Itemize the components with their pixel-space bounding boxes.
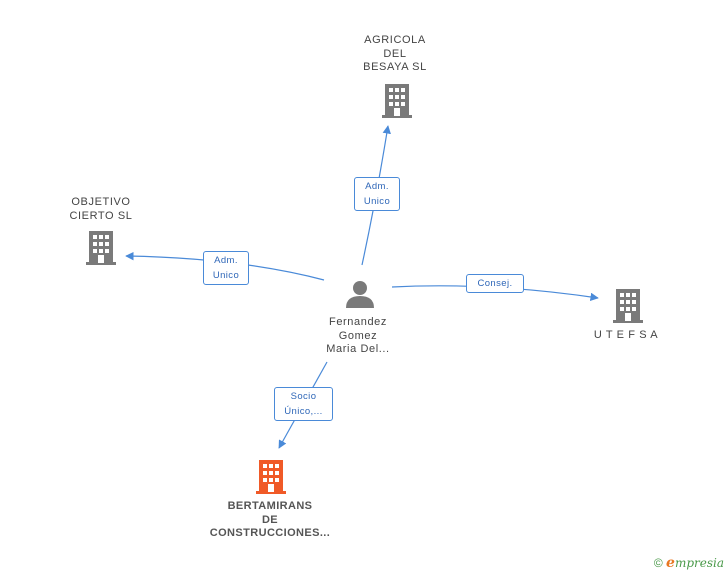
edge-label-line: Socio: [290, 391, 317, 402]
edge-label-line: Unico: [212, 270, 240, 281]
node-label-line: Maria Del...: [326, 343, 390, 355]
node-label-line: CIERTO SL: [69, 209, 133, 222]
edge-label-bertamirans[interactable]: Socio Único,...: [274, 387, 333, 421]
edge-label-utefsa[interactable]: Consej.: [466, 274, 524, 293]
brand-logo-initial: e: [666, 555, 675, 571]
node-label-line: DE: [261, 513, 279, 526]
building-icon-agricola: [382, 84, 412, 118]
node-label-line: U T E F S A: [593, 329, 659, 341]
brand-name: mpresia: [674, 556, 724, 570]
edge-label-line: Adm.: [214, 255, 238, 266]
node-label-line: OBJETIVO: [71, 196, 131, 208]
node-label-utefsa[interactable]: U T E F S A: [571, 329, 681, 343]
person-icon: [346, 281, 374, 308]
edge-label-line: Unico: [363, 196, 391, 207]
node-label-line: BESAYA SL: [363, 61, 427, 73]
edge-label-line: Adm.: [365, 181, 389, 192]
node-label-line: CONSTRUCCIONES...: [209, 527, 331, 539]
edge-label-objetivo[interactable]: Adm. Unico: [203, 251, 249, 285]
node-label-line: Gomez: [338, 329, 378, 342]
node-label-center[interactable]: Fernandez Gomez Maria Del...: [303, 316, 413, 357]
building-icon-utefsa: [613, 289, 643, 323]
node-label-line: AGRICOLA: [364, 34, 426, 46]
node-label-bertamirans[interactable]: BERTAMIRANS DE CONSTRUCCIONES...: [190, 500, 350, 541]
copyright-symbol: ©: [653, 556, 663, 570]
edge-label-line: Consej.: [477, 278, 513, 289]
node-label-objetivo[interactable]: OBJETIVO CIERTO SL: [46, 196, 156, 223]
node-label-line: BERTAMIRANS: [227, 500, 313, 512]
footer-branding[interactable]: © empresia: [654, 555, 724, 571]
node-label-line: Fernandez: [329, 316, 387, 328]
node-label-agricola[interactable]: AGRICOLA DEL BESAYA SL: [340, 34, 450, 75]
building-icon-objetivo: [86, 231, 116, 265]
edge-label-agricola[interactable]: Adm. Unico: [354, 177, 400, 211]
node-label-line: DEL: [383, 47, 407, 60]
building-icon-bertamirans: [256, 460, 286, 494]
edge-label-line: Único,...: [284, 406, 323, 417]
